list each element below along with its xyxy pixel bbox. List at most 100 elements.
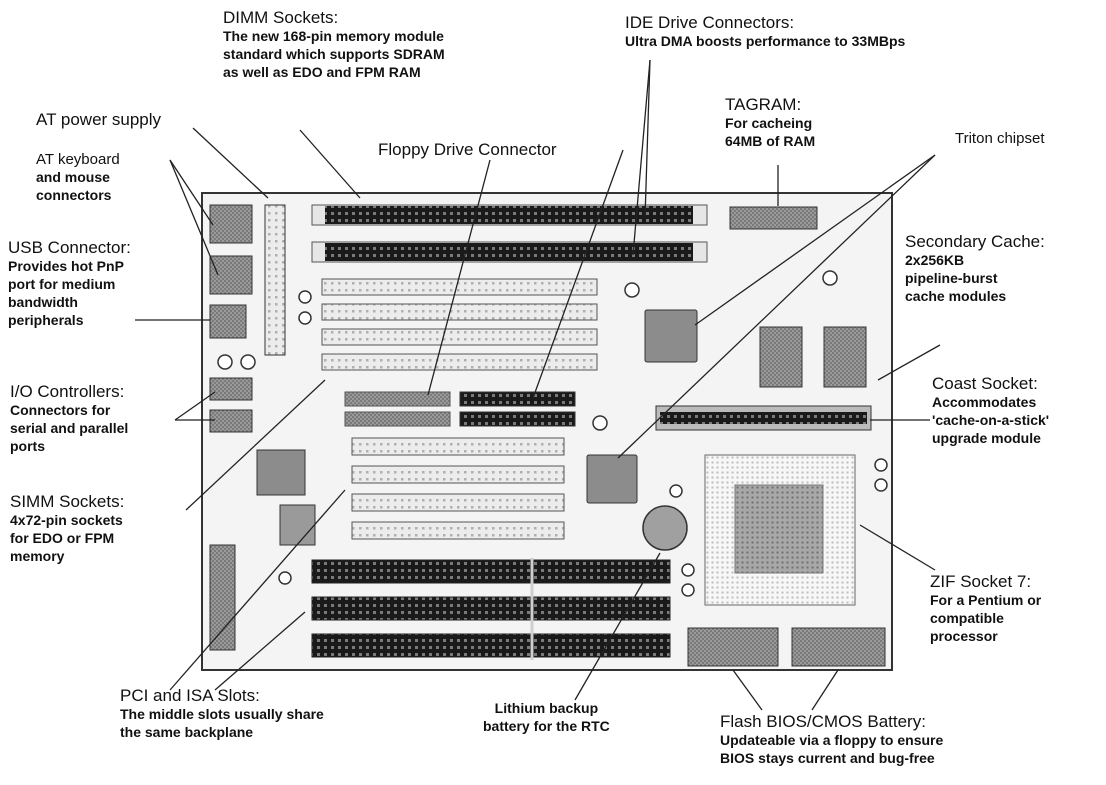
- label-title: DIMM Sockets:: [223, 8, 339, 27]
- mounting-hole: [874, 458, 888, 472]
- label-lithium-battery: Lithium backup battery for the RTC: [483, 700, 610, 736]
- simm-socket: [321, 353, 598, 371]
- leader-line: [214, 611, 306, 691]
- pci-slot: [351, 465, 565, 484]
- mounting-hole: [217, 354, 233, 370]
- label-line: pipeline-burst: [905, 270, 998, 287]
- mounting-hole: [822, 270, 838, 286]
- label-title: Triton chipset: [955, 130, 1045, 147]
- leader-line: [732, 669, 763, 711]
- mounting-hole: [298, 311, 312, 325]
- simm-socket: [321, 303, 598, 321]
- dimm-socket: [325, 243, 693, 261]
- label-title: SIMM Sockets:: [10, 492, 125, 511]
- mounting-hole: [240, 354, 256, 370]
- label-line: Updateable via a floppy to ensure: [720, 732, 944, 749]
- leader-line: [427, 159, 491, 396]
- isa-slot: [311, 633, 671, 658]
- tagram-chip: [729, 206, 818, 230]
- coast-socket-pins: [660, 412, 867, 424]
- leader-line: [169, 489, 346, 691]
- label-line: connectors: [36, 187, 112, 204]
- label-io-controllers: I/O Controllers: Connectors for serial a…: [10, 382, 128, 456]
- label-pci-isa-slots: PCI and ISA Slots: The middle slots usua…: [120, 686, 324, 742]
- ide-connector: [459, 391, 576, 407]
- label-title: ZIF Socket 7:: [930, 572, 1032, 591]
- label-line: processor: [930, 628, 998, 645]
- label-floppy-connector: Floppy Drive Connector: [378, 140, 557, 160]
- leader-line: [185, 379, 326, 511]
- pci-slot: [351, 437, 565, 456]
- label-line: cache modules: [905, 288, 1007, 305]
- cache-module: [823, 326, 867, 388]
- parallel-port-header: [209, 409, 253, 433]
- label-line: AT keyboard: [36, 151, 120, 168]
- cmos-battery-chip: [791, 627, 886, 667]
- mounting-hole: [624, 282, 640, 298]
- label-line: BIOS stays current and bug-free: [720, 750, 935, 767]
- label-dimm-sockets: DIMM Sockets: The new 168-pin memory mod…: [223, 8, 445, 82]
- isa-slot: [311, 596, 671, 621]
- label-line: The middle slots usually share: [120, 706, 324, 723]
- label-line: bandwidth: [8, 294, 78, 311]
- label-title: Flash BIOS/CMOS Battery:: [720, 712, 926, 731]
- label-line: 4x72-pin sockets: [10, 512, 123, 529]
- simm-socket: [321, 278, 598, 296]
- leader-line: [574, 552, 661, 701]
- mounting-hole: [669, 484, 683, 498]
- triton-chip: [586, 454, 638, 504]
- label-line: ports: [10, 438, 45, 455]
- label-line: for EDO or FPM: [10, 530, 115, 547]
- label-zif-socket: ZIF Socket 7: For a Pentium or compatibl…: [930, 572, 1041, 646]
- label-line: as well as EDO and FPM RAM: [223, 64, 421, 81]
- label-line: 'cache-on-a-stick': [932, 412, 1050, 429]
- leader-line: [532, 149, 624, 399]
- leader-line: [617, 154, 936, 459]
- mounting-hole: [681, 563, 695, 577]
- keyboard-controller-chip: [256, 449, 306, 496]
- leader-line: [644, 59, 651, 219]
- mounting-hole: [278, 571, 292, 585]
- io-chip: [279, 504, 316, 546]
- cache-module: [759, 326, 803, 388]
- label-line: Connectors for: [10, 402, 111, 419]
- leader-line: [632, 59, 651, 256]
- mounting-hole: [681, 583, 695, 597]
- keyboard-connector: [209, 204, 253, 244]
- label-line: The new 168-pin memory module: [223, 28, 444, 45]
- label-title: Coast Socket:: [932, 374, 1038, 393]
- label-line: and mouse: [36, 169, 110, 186]
- label-title: Secondary Cache:: [905, 232, 1045, 251]
- usb-port: [209, 304, 247, 339]
- label-line: 2x256KB: [905, 252, 965, 269]
- leader-line: [174, 391, 216, 421]
- label-line: Provides hot PnP: [8, 258, 124, 275]
- label-title: AT power supply: [36, 110, 162, 129]
- leader-line: [877, 344, 941, 381]
- label-simm-sockets: SIMM Sockets: 4x72-pin sockets for EDO o…: [10, 492, 124, 566]
- floppy-connector: [344, 411, 451, 427]
- simm-socket: [321, 328, 598, 346]
- power-header: [209, 544, 236, 651]
- leader-line: [694, 154, 936, 326]
- mouse-connector: [209, 255, 253, 295]
- label-line: standard which supports SDRAM: [223, 46, 445, 63]
- triton-chip: [644, 309, 698, 363]
- label-line: For cacheing: [725, 115, 813, 132]
- mounting-hole: [592, 415, 608, 431]
- label-line: 64MB of RAM: [725, 133, 816, 150]
- label-at-power-supply: AT power supply: [36, 110, 161, 130]
- serial-port-header: [209, 377, 253, 401]
- dimm-socket: [325, 206, 693, 224]
- label-title: TAGRAM:: [725, 95, 802, 114]
- power-connector: [264, 204, 286, 356]
- label-at-keyboard: AT keyboard and mouse connectors: [36, 150, 120, 205]
- label-line: Lithium backup: [494, 700, 599, 716]
- mounting-hole: [874, 478, 888, 492]
- label-line: Accommodates: [932, 394, 1037, 411]
- label-title: IDE Drive Connectors:: [625, 13, 795, 32]
- lithium-battery: [642, 505, 688, 551]
- label-line: serial and parallel: [10, 420, 129, 437]
